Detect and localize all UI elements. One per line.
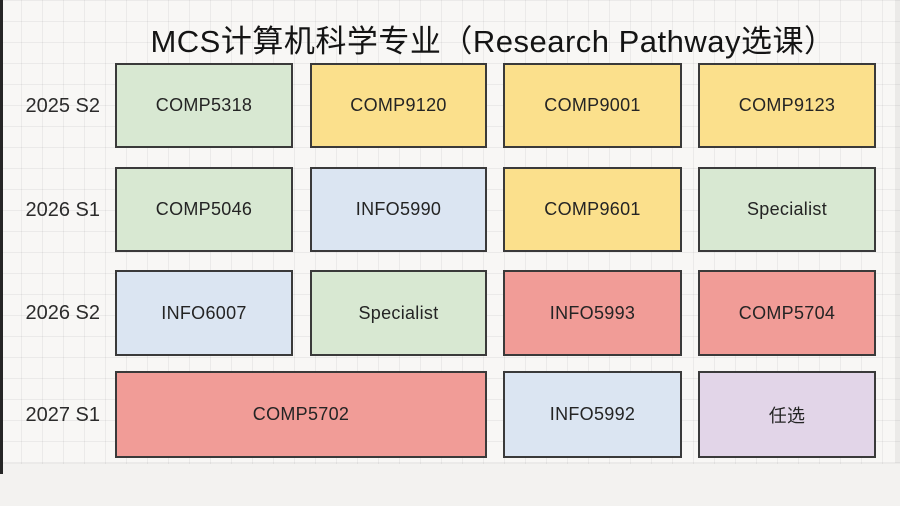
course-box-info6007: INFO6007 xyxy=(115,270,293,356)
course-box-comp9123: COMP9123 xyxy=(698,63,876,148)
course-box-comp9001: COMP9001 xyxy=(503,63,682,148)
course-box-specialist-1: Specialist xyxy=(698,167,876,252)
row-label-2026-s2: 2026 S2 xyxy=(25,302,100,324)
course-box-comp5046: COMP5046 xyxy=(115,167,293,252)
course-box-comp9120: COMP9120 xyxy=(310,63,487,148)
course-box-elective: 任选 xyxy=(698,371,876,458)
course-box-comp5702: COMP5702 xyxy=(115,371,487,458)
right-edge-shade xyxy=(895,0,900,463)
course-box-info5992: INFO5992 xyxy=(503,371,682,458)
left-edge-strip xyxy=(0,0,3,474)
course-box-specialist-2: Specialist xyxy=(310,270,487,356)
course-box-comp5318: COMP5318 xyxy=(115,63,293,148)
diagram-title: MCS计算机科学专业（Research Pathway选课） xyxy=(150,24,836,59)
course-box-info5993: INFO5993 xyxy=(503,270,682,356)
row-label-2025-s2: 2025 S2 xyxy=(25,95,100,117)
course-box-comp9601: COMP9601 xyxy=(503,167,682,252)
row-label-2026-s1: 2026 S1 xyxy=(25,199,100,221)
course-box-comp5704: COMP5704 xyxy=(698,270,876,356)
course-box-info5990: INFO5990 xyxy=(310,167,487,252)
row-label-2027-s1: 2027 S1 xyxy=(25,404,100,426)
